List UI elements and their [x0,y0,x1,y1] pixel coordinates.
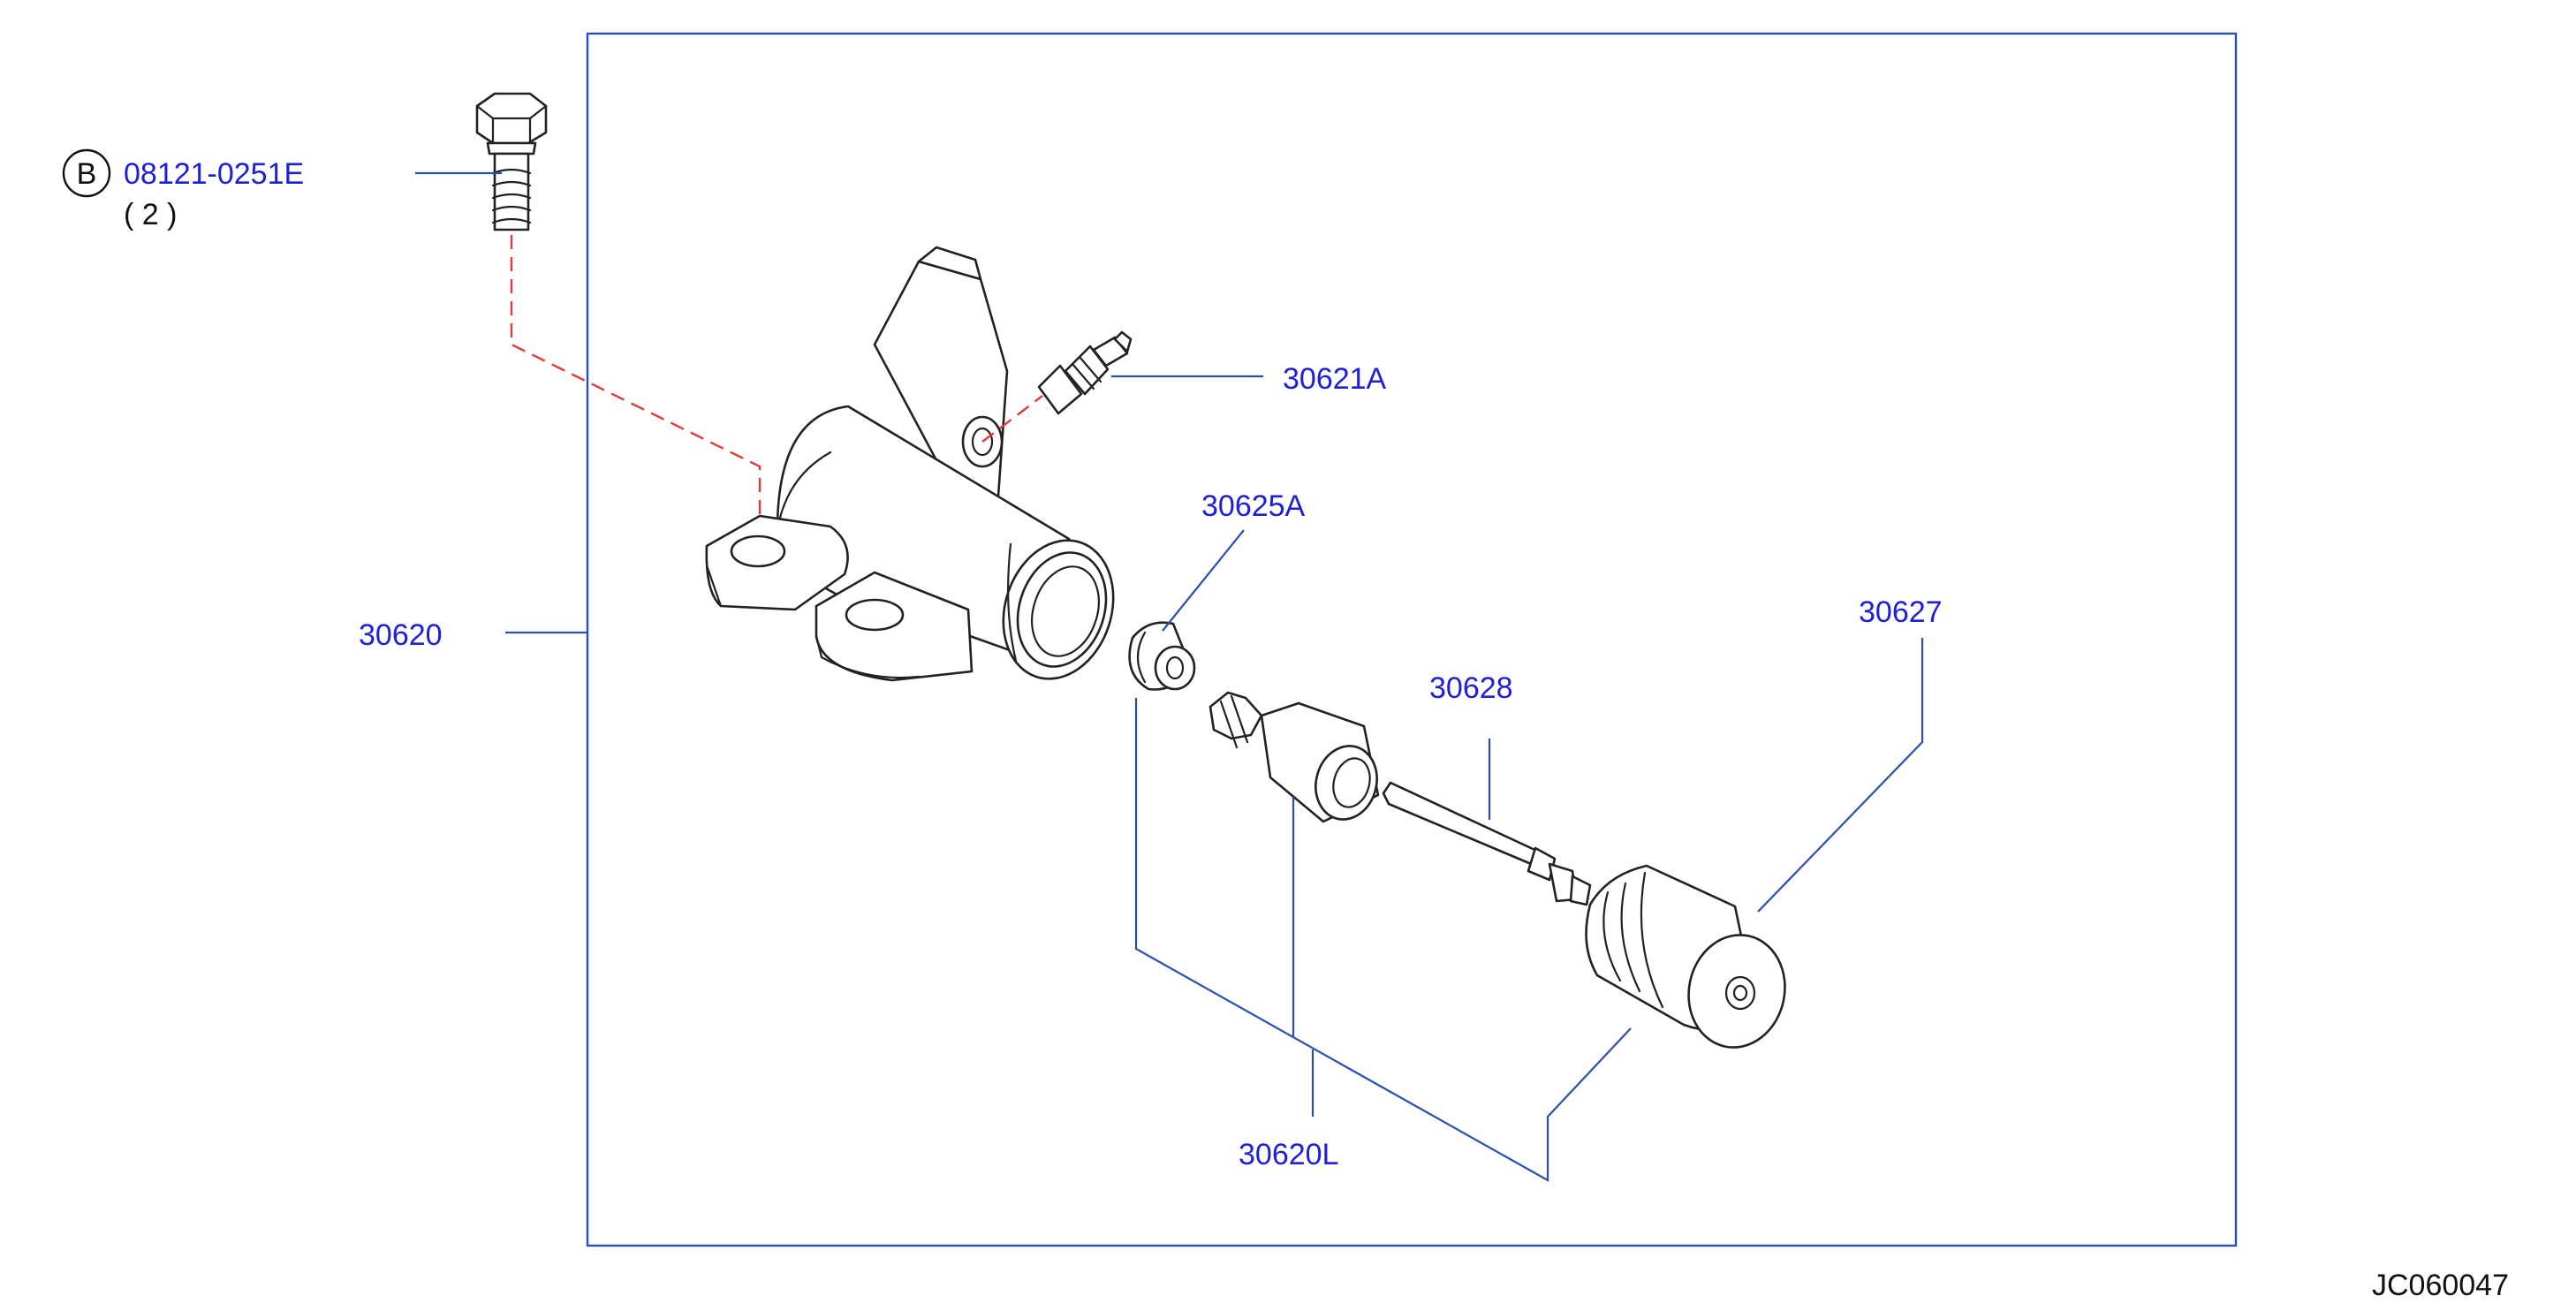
kit-label[interactable]: 30620L [1239,1138,1338,1171]
bolt-icon[interactable] [475,92,548,231]
cylinder-body-icon[interactable] [705,246,1131,693]
boot-leader [1757,638,1924,913]
seal-leader [1162,529,1245,632]
bolt-centerline [510,235,761,537]
bolt-part-number[interactable]: 08121-0251E [124,157,304,191]
bolt-quantity: ( 2 ) [124,198,177,231]
push-rod-icon[interactable] [1382,781,1592,906]
seal-ring-icon[interactable] [1128,621,1196,691]
kit-bracket [1134,698,1632,1182]
bolt-prefix-circle [62,148,111,198]
bolt-prefix: B [77,157,97,191]
push-rod-label[interactable]: 30628 [1429,671,1513,705]
dust-boot-icon[interactable] [1585,864,1796,1057]
boot-label[interactable]: 30627 [1859,595,1943,629]
bolt-callout: B 08121-0251E ( 2 ) [62,148,502,231]
piston-icon[interactable] [1208,691,1385,826]
bleeder-centerline [981,395,1043,443]
seal-label[interactable]: 30625A [1201,489,1306,523]
diagram-code: JC060047 [2372,1269,2509,1302]
bleeder-screw-icon[interactable] [1037,330,1133,415]
body-label[interactable]: 30620 [359,618,443,652]
assembly-frame [586,32,2238,1247]
bleeder-label[interactable]: 30621A [1283,362,1387,396]
